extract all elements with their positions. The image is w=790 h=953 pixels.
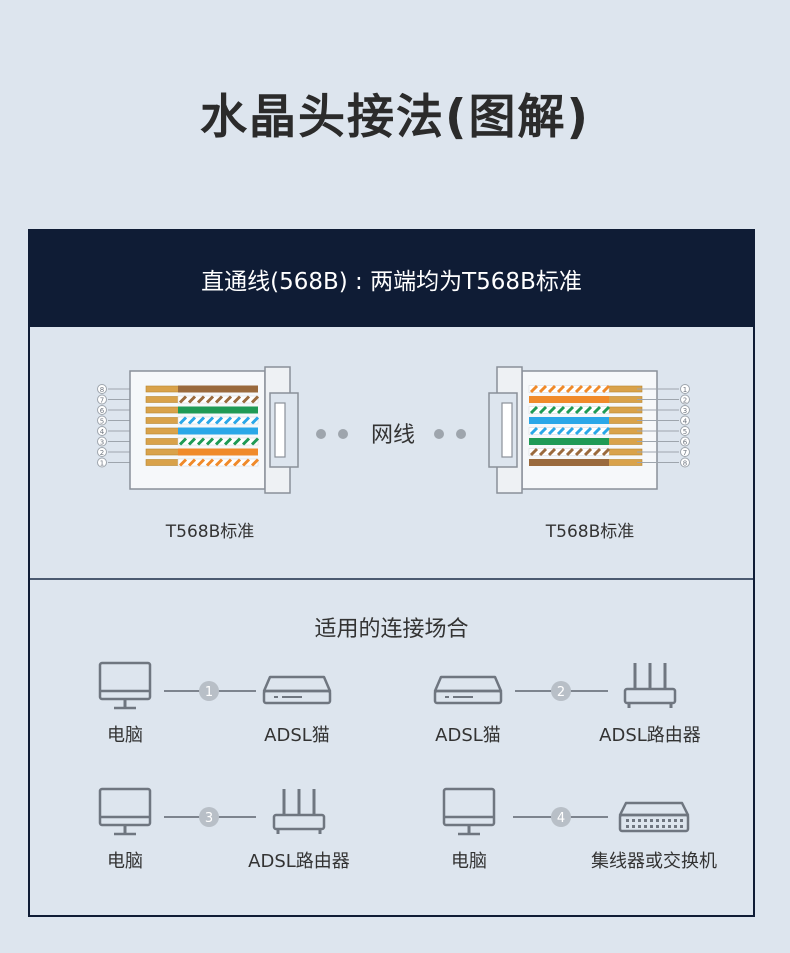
connection-number-badge: [199, 807, 219, 827]
connection-row: 4: [442, 787, 690, 836]
cable-label: 网线: [370, 423, 415, 448]
left-rj45-connector: 8 7 6 5 4 3 2 1 1 2 3 4 5 6 7 8: [97, 366, 690, 494]
connection-from-label: ADSL猫: [435, 725, 501, 746]
connection-diagrams: 1 2 3 4: [98, 661, 690, 836]
connection-row: 3: [98, 787, 326, 836]
svg-text:5: 5: [100, 418, 104, 426]
connection-number: 3: [205, 811, 213, 826]
section-divider: [30, 578, 753, 580]
connection-from-label: 电脑: [107, 851, 143, 872]
modem-icon: [433, 675, 503, 705]
svg-text:3: 3: [683, 407, 687, 415]
svg-text:4: 4: [683, 418, 688, 426]
monitor-icon: [98, 787, 152, 836]
svg-text:5: 5: [683, 428, 687, 436]
connection-from-label: 电脑: [107, 725, 143, 746]
connection-to-label: ADSL路由器: [599, 725, 701, 746]
svg-text:4: 4: [100, 428, 105, 436]
svg-text:7: 7: [683, 449, 687, 457]
svg-text:6: 6: [683, 439, 688, 447]
svg-text:6: 6: [100, 407, 105, 415]
svg-text:8: 8: [100, 386, 104, 394]
svg-text:8: 8: [683, 460, 687, 468]
diagram-panel: 直通线(568B) : 两端均为T568B标准 8 7 6 5 4 3 2 1 1 2 3 4 5 6 7…: [28, 229, 755, 917]
connection-to-label: 集线器或交换机: [591, 851, 717, 872]
connection-to-label: ADSL路由器: [248, 851, 350, 872]
connection-number: 1: [205, 685, 213, 700]
monitor-icon: [442, 787, 496, 836]
connection-number: 2: [557, 685, 565, 700]
connection-number-badge: [551, 681, 571, 701]
switch-icon: [618, 801, 690, 833]
section-title: 适用的连接场合: [314, 617, 469, 642]
svg-text:1: 1: [100, 460, 104, 468]
left-connector-label: T568B标准: [165, 522, 255, 542]
router-icon: [623, 663, 677, 708]
svg-text:3: 3: [100, 439, 104, 447]
svg-text:2: 2: [683, 397, 687, 405]
monitor-icon: [98, 661, 152, 710]
page-title: 水晶头接法(图解): [200, 90, 590, 145]
modem-icon: [262, 675, 332, 705]
right-connector-label: T568B标准: [545, 522, 635, 542]
connection-number: 4: [557, 811, 565, 826]
router-icon: [272, 789, 326, 834]
panel-header: 直通线(568B) : 两端均为T568B标准: [30, 231, 753, 327]
connection-number-badge: [551, 807, 571, 827]
panel-header-text: 直通线(568B) : 两端均为T568B标准: [201, 269, 582, 295]
svg-text:2: 2: [100, 449, 104, 457]
connection-to-label: ADSL猫: [264, 725, 330, 746]
svg-text:1: 1: [683, 386, 687, 394]
connection-number-badge: [199, 681, 219, 701]
svg-text:7: 7: [100, 397, 104, 405]
connection-row: 2: [433, 663, 677, 708]
connection-from-label: 电脑: [451, 851, 487, 872]
connection-row: 1: [98, 661, 332, 710]
